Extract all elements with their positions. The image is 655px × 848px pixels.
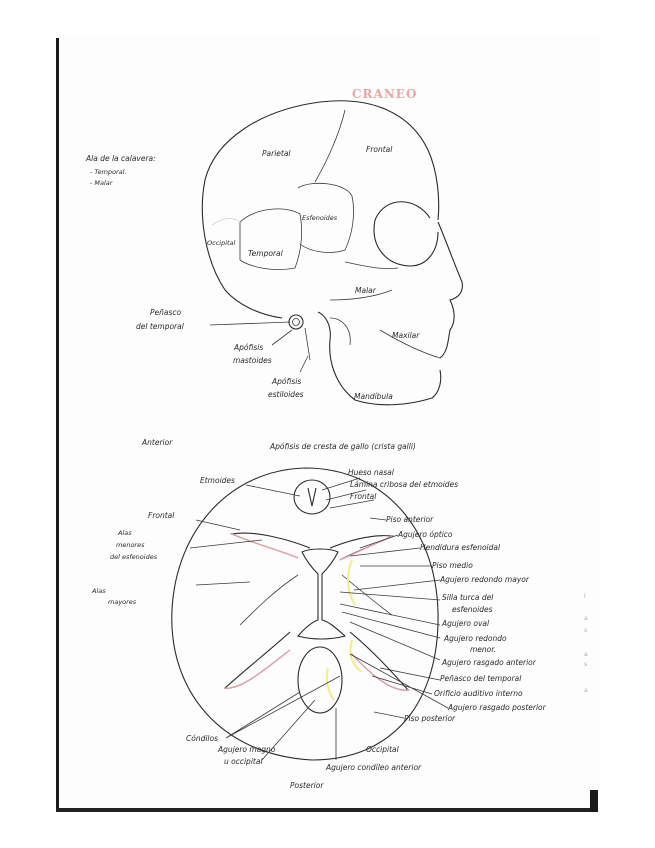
label-frontal-skull: Frontal — [366, 145, 393, 154]
bleed-mark: a — [584, 615, 588, 622]
bleed-mark: a — [584, 651, 588, 658]
label-agujero-magno-1: Agujero magno — [217, 745, 276, 754]
label-hendidura: Hendidura esfenoidal — [420, 543, 501, 552]
label-agujero-rasgado-anterior: Agujero rasgado anterior — [441, 658, 537, 667]
label-etmoides: Etmoides — [200, 476, 235, 485]
skull-labels: Ala de la calavera: - Temporal. - Malar … — [85, 145, 420, 401]
face-profile — [438, 222, 462, 358]
label-frontal-left: Frontal — [148, 511, 175, 520]
label-piso-medio: Piso medio — [432, 561, 473, 570]
faint-title: CRANEO — [352, 87, 417, 101]
temporal-outline — [240, 209, 302, 270]
orbit-outline — [374, 202, 438, 266]
label-agujero-oval: Agujero oval — [441, 619, 490, 628]
label-agujero-redondo-mayor: Agujero redondo mayor — [439, 575, 530, 584]
cranial-base-labels: Anterior Apófisis de cresta de gallo (cr… — [91, 438, 547, 790]
label-agujero-redondo-menor-2: menor. — [470, 645, 496, 654]
crista-galli-mark — [308, 488, 316, 506]
label-occipital-base: Occipital — [366, 745, 400, 754]
label-maxilar: Maxilar — [392, 331, 420, 340]
label-parietal: Parietal — [262, 149, 291, 158]
label-alas-mayores-2: mayores — [108, 598, 137, 606]
label-apofisis-mastoides-2: mastoides — [233, 356, 272, 365]
ala-item-temporal: - Temporal. — [90, 168, 127, 176]
label-penasco-temporal: Peñasco del temporal — [440, 674, 522, 683]
ala-item-malar: - Malar — [90, 179, 114, 187]
skull-base-outline — [225, 290, 282, 318]
label-posterior: Posterior — [290, 781, 324, 790]
mandible-outline — [318, 312, 441, 405]
label-agujero-rasgado-posterior: Agujero rasgado posterior — [447, 703, 547, 712]
bleed-mark: s — [584, 627, 587, 634]
cranial-base-outline — [172, 468, 438, 760]
label-alas-menores-3: del esfenoides — [110, 553, 158, 561]
label-agujero-magno-2: u occipital — [224, 757, 263, 766]
mandible-ramus — [330, 318, 350, 345]
label-occipital-skull: Occipital — [207, 239, 236, 247]
label-apofisis-mastoides-1: Apófisis — [233, 343, 263, 352]
label-penasco-2: del temporal — [136, 322, 185, 331]
mastoid-circle-inner — [293, 319, 300, 326]
crista-galli-oval — [294, 480, 330, 514]
label-esfenoides: Esfenoides — [302, 214, 338, 222]
label-anterior: Anterior — [141, 438, 173, 447]
label-frontal-right: Frontal — [350, 492, 377, 501]
highlight-foramina — [327, 560, 362, 700]
label-penasco-1: Peñasco — [150, 308, 182, 317]
label-condilos: Cóndilos — [186, 734, 218, 743]
occipital-suture — [212, 218, 240, 225]
mastoides-pointer — [272, 330, 292, 345]
label-hueso-nasal: Hueso nasal — [348, 468, 395, 477]
styloid-process — [305, 328, 310, 360]
label-silla-turca-2: esfenoides — [452, 605, 493, 614]
bleed-through-marks: l a s a s a — [584, 593, 588, 694]
label-temporal: Temporal — [248, 249, 284, 258]
bleed-mark: l — [584, 593, 586, 600]
petrous-left — [225, 632, 290, 688]
label-malar: Malar — [355, 286, 377, 295]
penasco-pointer — [210, 322, 290, 325]
label-agujero-condileo: Agujero condíleo anterior — [325, 763, 422, 772]
greater-wing-left — [240, 575, 298, 625]
label-alas-mayores-1: Alas — [91, 587, 106, 595]
sella-turcica — [298, 549, 345, 639]
petrous-left-pink — [225, 650, 290, 688]
label-lamina-cribosa: Lámina cribosa del etmoides — [350, 480, 458, 489]
bleed-mark: a — [584, 687, 588, 694]
label-piso-anterior: Piso anterior — [386, 515, 434, 524]
label-silla-turca-1: Silla turca del — [442, 593, 494, 602]
foramen-magnum — [298, 647, 342, 713]
label-crista-galli: Apófisis de cresta de gallo (crista gall… — [269, 442, 416, 451]
label-piso-posterior: Piso posterior — [404, 714, 456, 723]
label-agujero-optico: Agujero óptico — [397, 530, 453, 539]
ala-calavera-title: Ala de la calavera: — [85, 154, 156, 163]
skull-outline — [202, 101, 438, 290]
label-alas-menores-2: menores — [116, 541, 145, 549]
label-apofisis-estiloides-1: Apófisis — [271, 377, 301, 386]
lesser-wing-left-pink — [232, 534, 298, 558]
label-mandibula: Mandíbula — [354, 392, 393, 401]
label-alas-menores-1: Alas — [117, 529, 132, 537]
lesser-wing-left — [232, 533, 310, 558]
coronal-suture — [315, 110, 345, 182]
label-apofisis-estiloides-2: estiloides — [268, 390, 304, 399]
label-agujero-redondo-menor-1: Agujero redondo — [443, 634, 507, 643]
label-orificio-auditivo: Orificio auditivo interno — [434, 689, 523, 698]
bleed-mark: s — [584, 661, 587, 668]
mastoid-circle-outer — [289, 315, 303, 329]
estiloides-pointer — [300, 356, 308, 372]
